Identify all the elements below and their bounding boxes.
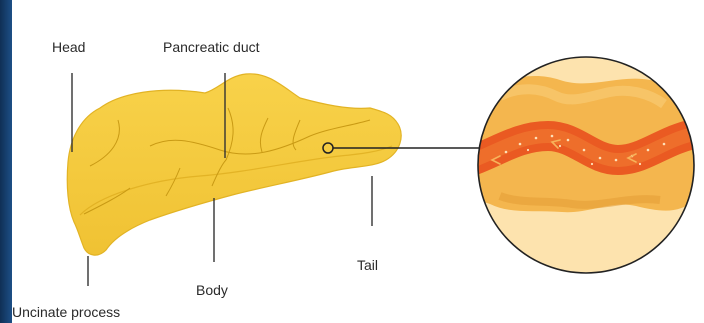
pancreas-shape <box>67 74 401 255</box>
label-pancreatic-duct: Pancreatic duct <box>163 40 260 54</box>
label-uncinate-process: Uncinate process <box>12 305 120 319</box>
pancreas-organ <box>67 74 401 255</box>
label-tail: Tail <box>357 258 378 272</box>
zoom-circle <box>474 57 694 273</box>
label-body: Body <box>196 283 228 297</box>
label-head: Head <box>52 40 85 54</box>
